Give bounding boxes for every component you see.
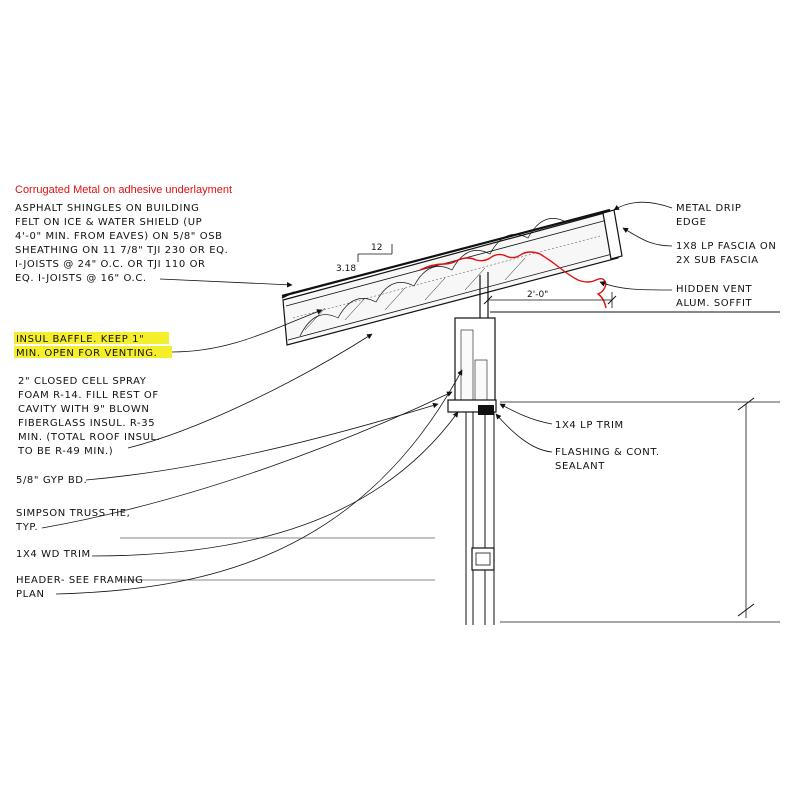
reference-lines (120, 311, 780, 623)
baffle-note: INSUL BAFFLE. KEEP 1" MIN. OPEN FOR VENT… (14, 309, 323, 359)
title-note: Corrugated Metal on adhesive underlaymen… (15, 184, 232, 196)
roofing-line-3: 4'-0" MIN. FROM EAVES) ON 5/8" OSB (15, 231, 223, 242)
insulation-line-6: TO BE R-49 MIN.) (17, 446, 113, 457)
vent-line-1: HIDDEN VENT (676, 284, 752, 295)
vent-line-2: ALUM. SOFFIT (676, 298, 752, 309)
baffle-highlight-1 (14, 332, 169, 344)
fascia-line-2: 2X SUB FASCIA (676, 255, 759, 266)
overhang-label: 2'-0" (527, 290, 548, 300)
vent-note: HIDDEN VENT ALUM. SOFFIT (599, 281, 752, 309)
baffle-highlight-2 (14, 346, 172, 358)
overhang-dimension: 2'-0" (483, 290, 617, 308)
insulation-note: 2" CLOSED CELL SPRAY FOAM R-14. FILL RES… (17, 333, 373, 457)
header-note: HEADER- SEE FRAMING PLAN (16, 369, 463, 600)
drip-edge-note: METAL DRIP EDGE (613, 201, 742, 228)
wall-section (447, 272, 497, 625)
simpson-line-1: SIMPSON TRUSS TIE, (16, 508, 130, 519)
flashing-line-1: FLASHING & CONT. (555, 447, 660, 458)
insulation-line-5: MIN. (TOTAL ROOF INSUL. (18, 432, 161, 443)
fascia-note: 1X8 LP FASCIA ON 2X SUB FASCIA (622, 227, 776, 266)
roofing-note: ASPHALT SHINGLES ON BUILDING FELT ON ICE… (15, 203, 293, 288)
baffle-line-1: INSUL BAFFLE. KEEP 1" (16, 334, 144, 345)
slope-run-label: 12 (371, 243, 382, 253)
drip-line-2: EDGE (676, 217, 707, 228)
lp-trim-note: 1X4 LP TRIM (499, 403, 624, 431)
flashing-line-2: SEALANT (555, 461, 605, 472)
simpson-line-2: TYP. (15, 522, 38, 533)
lp-trim-label: 1X4 LP TRIM (555, 420, 624, 431)
slope-indicator: 12 3.18 (336, 243, 393, 274)
flashing-note: FLASHING & CONT. SEALANT (495, 413, 660, 472)
roofing-line-6: EQ. I-JOISTS @ 16" O.C. (15, 273, 147, 284)
drip-line-1: METAL DRIP (676, 203, 742, 214)
wd-trim-label: 1X4 WD TRIM (16, 549, 91, 560)
roofing-line-4: SHEATHING ON 11 7/8" TJI 230 OR EQ. (15, 245, 228, 256)
wd-trim-note: 1X4 WD TRIM (16, 411, 459, 560)
insulation-line-3: CAVITY WITH 9" BLOWN (18, 404, 149, 415)
insulation-line-4: FIBERGLASS INSUL. R-35 (18, 418, 155, 429)
simpson-note: SIMPSON TRUSS TIE, TYP. (15, 391, 453, 533)
insulation-line-2: FOAM R-14. FILL REST OF (18, 390, 159, 401)
baffle-line-2: MIN. OPEN FOR VENTING. (16, 348, 157, 359)
header-line-1: HEADER- SEE FRAMING (16, 575, 144, 586)
gyp-label: 5/8" GYP BD. (16, 475, 87, 486)
roofing-line-1: ASPHALT SHINGLES ON BUILDING (15, 203, 199, 214)
roofing-line-5: I-JOISTS @ 24" O.C. OR TJI 110 OR (15, 259, 206, 270)
insulation-line-1: 2" CLOSED CELL SPRAY (18, 376, 147, 387)
slope-rise-label: 3.18 (336, 264, 356, 274)
fascia-line-1: 1X8 LP FASCIA ON (676, 241, 776, 252)
gyp-note: 5/8" GYP BD. (16, 402, 439, 486)
header-line-2: PLAN (16, 589, 45, 600)
roof-assembly (281, 208, 623, 346)
roofing-line-2: FELT ON ICE & WATER SHIELD (UP (15, 217, 202, 228)
